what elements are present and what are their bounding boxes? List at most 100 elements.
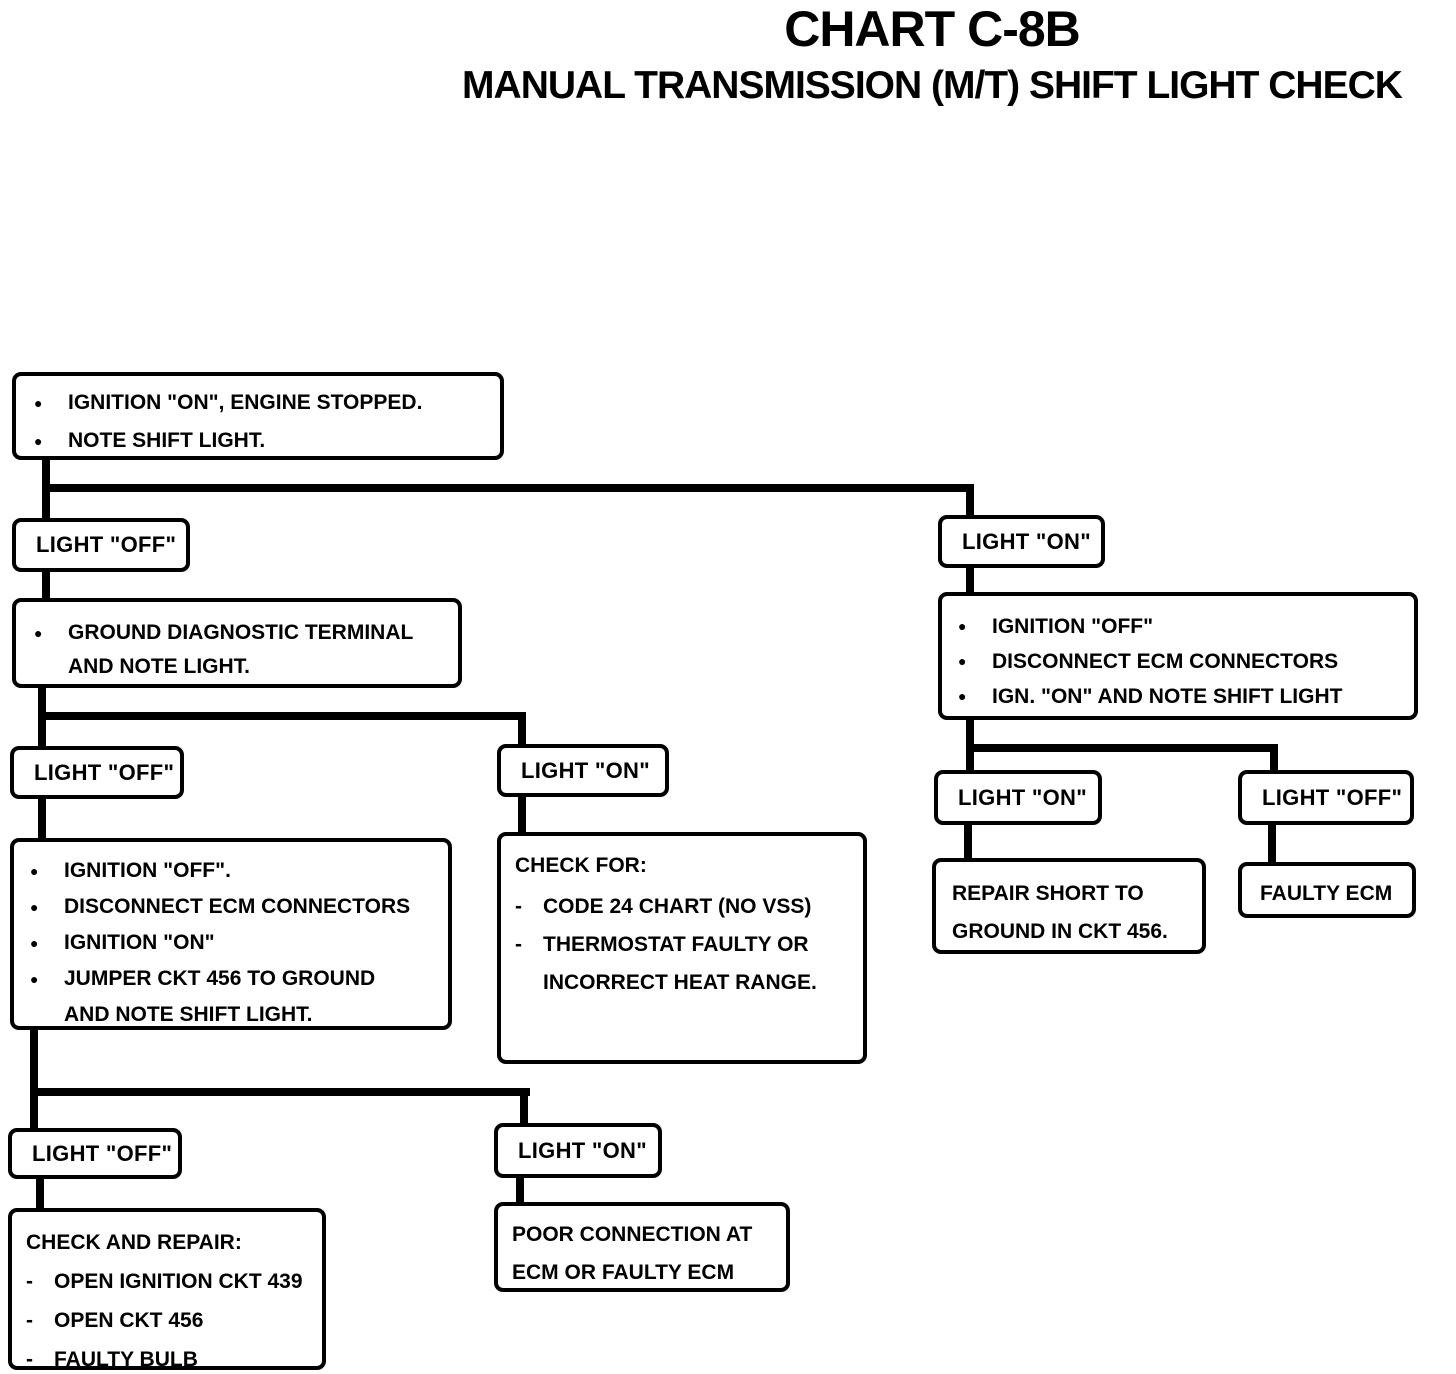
list-item: ● NOTE SHIFT LIGHT.: [32, 422, 494, 460]
connector-line: [1268, 823, 1276, 864]
item-text: AND NOTE LIGHT.: [68, 655, 250, 678]
item-text: GROUND DIAGNOSTIC TERMINAL: [68, 621, 414, 644]
node-label: LIGHT "OFF": [32, 1140, 173, 1166]
node-label: LIGHT "ON": [958, 784, 1087, 810]
node-light-off-1: LIGHT "OFF": [12, 518, 190, 572]
connector-line: [38, 797, 46, 840]
bullet-icon: ●: [34, 625, 43, 641]
node-text: GROUND IN CKT 456.: [952, 920, 1168, 943]
node-text: ECM OR FAULTY ECM: [512, 1261, 735, 1284]
node-light-on-4: LIGHT "ON": [934, 770, 1102, 825]
connector-line: [964, 823, 972, 860]
node-ignition-off-right: ● IGNITION "OFF" ● DISCONNECT ECM CONNEC…: [938, 592, 1418, 720]
node-heading: CHECK AND REPAIR:: [26, 1231, 242, 1254]
list-item: - THERMOSTAT FAULTY OR INCORRECT HEAT RA…: [515, 926, 855, 1002]
node-label: LIGHT "OFF": [34, 759, 175, 785]
connector-line: [966, 744, 1278, 752]
connector-line: [518, 795, 526, 834]
item-text: IGN. "ON" AND NOTE SHIFT LIGHT: [992, 685, 1343, 708]
node-text: POOR CONNECTION AT: [512, 1223, 753, 1246]
node-label: LIGHT "ON": [518, 1137, 647, 1163]
item-text: FAULTY BULB: [54, 1348, 198, 1371]
item-text: DISCONNECT ECM CONNECTORS: [992, 650, 1339, 673]
bullet-icon: ●: [30, 863, 39, 879]
item-text: IGNITION "ON": [64, 931, 215, 954]
connector-line: [36, 1177, 44, 1210]
dash-icon: -: [26, 1309, 33, 1332]
bullet-icon: ●: [30, 971, 39, 987]
node-jumper-ckt-456: ● IGNITION "OFF". ● DISCONNECT ECM CONNE…: [10, 838, 452, 1030]
node-ignition-on-engine-stopped: ● IGNITION "ON", ENGINE STOPPED. ● NOTE …: [12, 372, 504, 460]
connector-line: [520, 1088, 528, 1125]
node-label: LIGHT "OFF": [36, 532, 177, 557]
item-text: CODE 24 CHART (NO VSS): [543, 895, 812, 918]
connector-line: [518, 712, 526, 746]
node-check-for: CHECK FOR: - CODE 24 CHART (NO VSS) - TH…: [497, 832, 867, 1064]
node-poor-connection: POOR CONNECTION AT ECM OR FAULTY ECM: [494, 1202, 790, 1292]
node-light-off-4: LIGHT "OFF": [1238, 770, 1414, 825]
dash-icon: -: [515, 895, 522, 918]
item-text: THERMOSTAT FAULTY OR: [543, 933, 809, 956]
list-item: ● DISCONNECT ECM CONNECTORS: [28, 889, 442, 925]
list-item: ● JUMPER CKT 456 TO GROUND AND NOTE SHIF…: [28, 961, 442, 1033]
connector-line: [516, 1176, 524, 1204]
node-text: REPAIR SHORT TO: [952, 882, 1144, 905]
bullet-icon: ●: [958, 618, 967, 634]
item-text: NOTE SHIFT LIGHT.: [68, 429, 266, 452]
dash-icon: -: [515, 933, 522, 956]
title-block: CHART C-8B MANUAL TRANSMISSION (M/T) SHI…: [408, 2, 1456, 108]
dash-icon: -: [26, 1270, 33, 1293]
node-repair-short: REPAIR SHORT TO GROUND IN CKT 456.: [932, 858, 1206, 954]
item-text: DISCONNECT ECM CONNECTORS: [64, 895, 411, 918]
node-light-off-2: LIGHT "OFF": [10, 746, 184, 799]
node-light-on-mid: LIGHT "ON": [497, 744, 669, 797]
item-text: IGNITION "OFF".: [64, 859, 231, 882]
node-label: LIGHT "ON": [962, 528, 1091, 554]
item-text: IGNITION "ON", ENGINE STOPPED.: [68, 391, 423, 414]
connector-line: [38, 712, 526, 720]
item-text: AND NOTE SHIFT LIGHT.: [64, 1003, 313, 1026]
bullet-icon: ●: [30, 935, 39, 951]
connector-line: [42, 484, 974, 492]
list-item: ● IGN. "ON" AND NOTE SHIFT LIGHT: [956, 679, 1408, 714]
connector-line: [966, 566, 974, 594]
node-heading: CHECK FOR:: [515, 854, 647, 877]
list-item: - FAULTY BULB: [26, 1340, 316, 1374]
bullet-icon: ●: [34, 395, 43, 411]
chart-title: CHART C-8B: [784, 1, 1081, 57]
item-text: OPEN CKT 456: [54, 1309, 204, 1332]
bullet-icon: ●: [34, 433, 43, 449]
node-label: LIGHT "ON": [521, 757, 650, 783]
node-light-on-bottom: LIGHT "ON": [494, 1123, 662, 1178]
connector-line: [30, 1028, 38, 1130]
item-text: IGNITION "OFF": [992, 615, 1154, 638]
node-check-and-repair: CHECK AND REPAIR: - OPEN IGNITION CKT 43…: [8, 1208, 326, 1371]
list-item: ● IGNITION "ON", ENGINE STOPPED.: [32, 384, 494, 422]
connector-line: [1270, 744, 1278, 772]
node-ground-diagnostic-terminal: ● GROUND DIAGNOSTIC TERMINAL AND NOTE LI…: [12, 598, 462, 688]
node-label: LIGHT "OFF": [1262, 784, 1403, 810]
list-item: ● DISCONNECT ECM CONNECTORS: [956, 644, 1408, 679]
list-item: ● GROUND DIAGNOSTIC TERMINAL AND NOTE LI…: [32, 616, 452, 684]
list-item: - CODE 24 CHART (NO VSS): [515, 888, 855, 926]
list-item: - OPEN CKT 456: [26, 1301, 316, 1340]
list-item: ● IGNITION "OFF".: [28, 853, 442, 889]
bullet-icon: ●: [30, 899, 39, 915]
node-light-off-bottom: LIGHT "OFF": [8, 1128, 182, 1179]
bullet-icon: ●: [958, 688, 967, 704]
item-text: OPEN IGNITION CKT 439: [54, 1270, 303, 1293]
node-text: FAULTY ECM: [1260, 882, 1393, 905]
list-item: - OPEN IGNITION CKT 439: [26, 1262, 316, 1301]
list-item: ● IGNITION "OFF": [956, 609, 1408, 644]
node-light-on-right: LIGHT "ON": [938, 515, 1105, 568]
node-faulty-ecm: FAULTY ECM: [1238, 862, 1416, 918]
item-text: INCORRECT HEAT RANGE.: [543, 971, 817, 994]
list-item: ● IGNITION "ON": [28, 925, 442, 961]
chart-subtitle: MANUAL TRANSMISSION (M/T) SHIFT LIGHT CH…: [462, 64, 1403, 107]
connector-line: [966, 484, 974, 518]
bullet-icon: ●: [958, 653, 967, 669]
dash-icon: -: [26, 1348, 33, 1371]
item-text: JUMPER CKT 456 TO GROUND: [64, 967, 376, 990]
connector-line: [30, 1088, 530, 1096]
